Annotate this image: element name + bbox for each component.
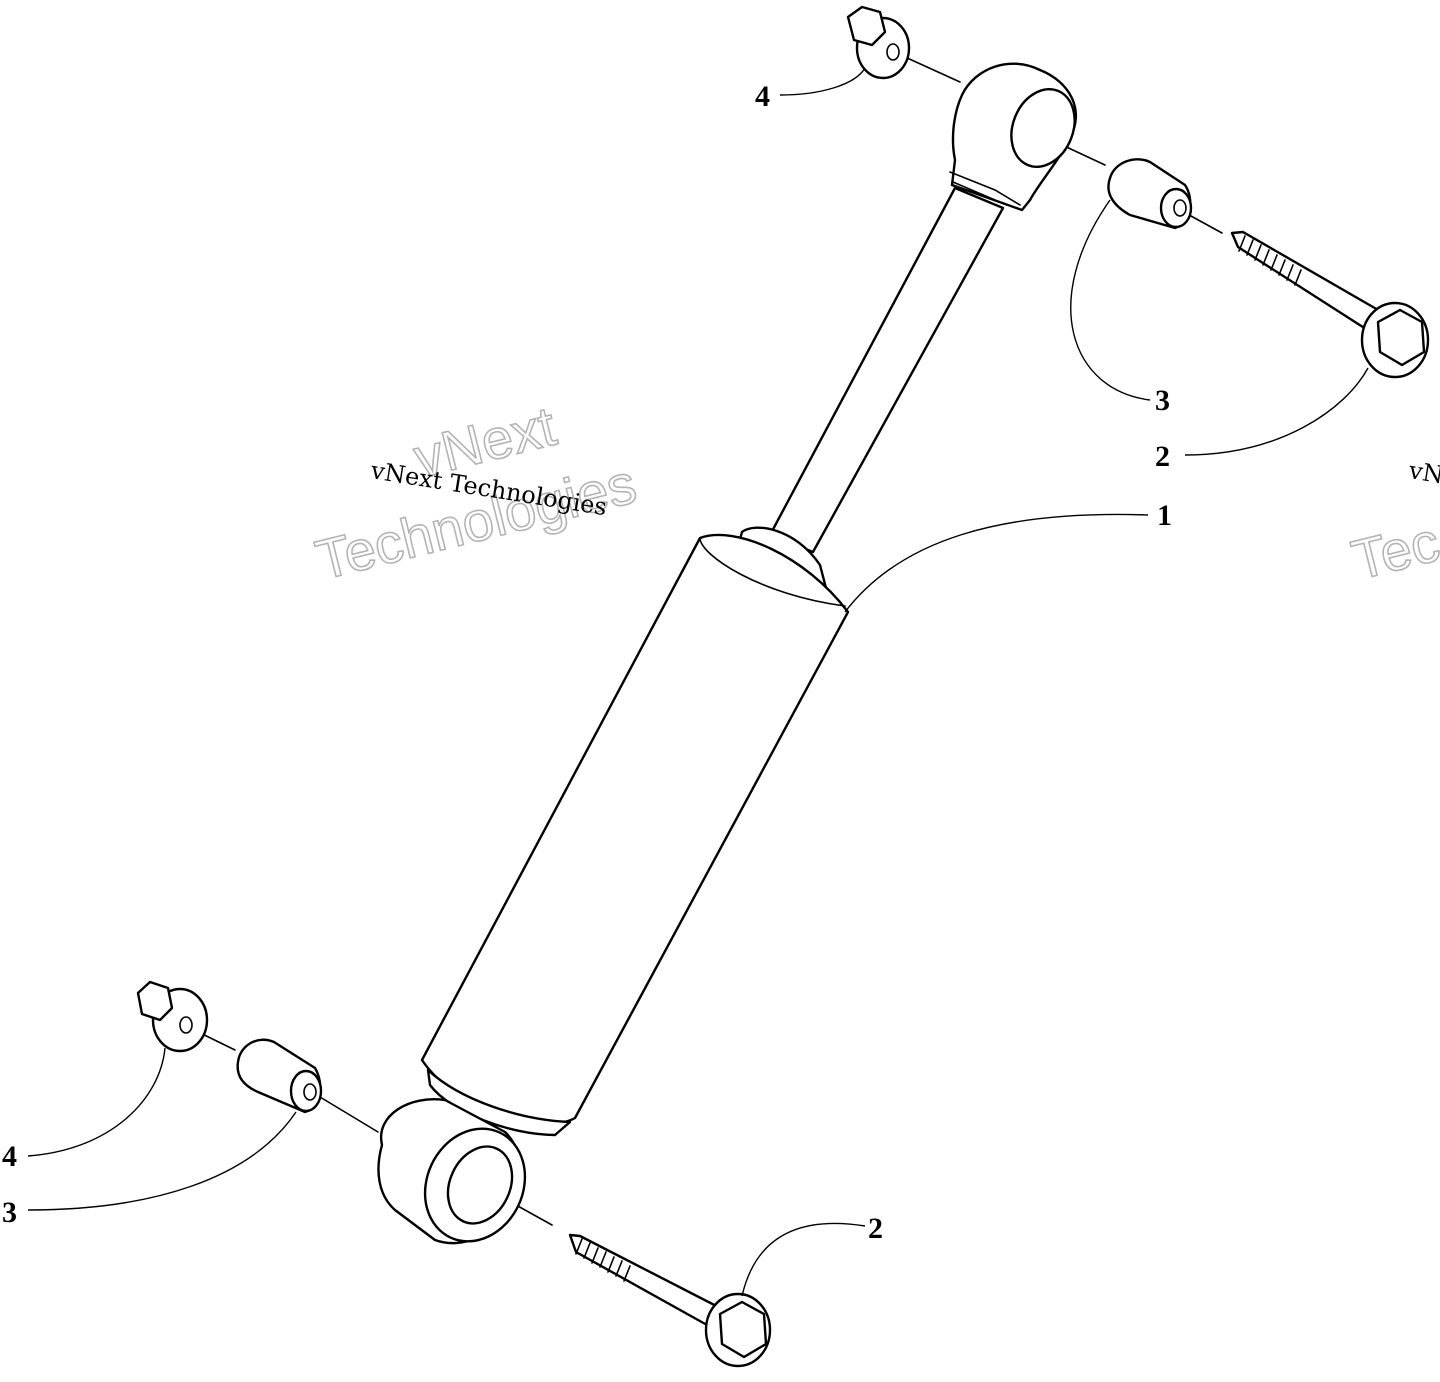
top-axis-nut-to-eye <box>904 56 961 83</box>
leader-top-nut <box>779 67 866 96</box>
callout-bottom-nut: 4 <box>2 1140 17 1173</box>
callout-top-spacer: 3 <box>1155 384 1170 417</box>
callout-labels: 4 3 2 1 4 3 2 <box>2 80 1172 1245</box>
piston-rod <box>768 186 1005 554</box>
top-flange-nut <box>846 5 911 80</box>
shock-body-top-rim <box>699 537 846 607</box>
callout-bottom-bolt: 2 <box>868 1212 883 1245</box>
shock-absorber <box>377 62 1078 1245</box>
top-bolt-threads <box>1238 235 1302 286</box>
top-eye-collar <box>949 171 1021 206</box>
top-flange-bolt <box>1230 230 1430 379</box>
leader-bottom-spacer <box>27 1111 297 1211</box>
leader-lines <box>27 67 1369 1297</box>
bottom-flange-bolt <box>568 1233 772 1368</box>
callout-shock-absorber: 1 <box>1157 499 1172 532</box>
top-nut-hex <box>846 5 887 47</box>
bottom-spacer-end <box>289 1069 323 1113</box>
bottom-axis-spacer-to-eye <box>319 1096 379 1133</box>
callout-top-nut: 4 <box>755 80 770 113</box>
bottom-nut-hole <box>179 1016 193 1034</box>
leader-bottom-bolt <box>741 1222 866 1297</box>
top-bolt-hex <box>1376 308 1426 367</box>
watermark-right: Tec vN <box>1345 456 1440 592</box>
leader-shock <box>844 513 1149 613</box>
bottom-bolt-hex <box>718 1300 768 1359</box>
bottom-spacer <box>236 1038 323 1114</box>
bottom-bolt-shank <box>568 1233 730 1332</box>
bottom-eye-bore <box>446 1145 514 1225</box>
leader-bottom-nut <box>27 1047 166 1157</box>
top-spacer <box>1107 158 1193 230</box>
top-eye-bore <box>1010 88 1076 168</box>
watermark-right-big: Tec <box>1346 509 1440 591</box>
top-spacer-hole <box>1173 199 1187 217</box>
bottom-flange-nut <box>136 980 209 1053</box>
leader-top-spacer <box>1070 199 1151 401</box>
bottom-nut-hex <box>136 980 174 1022</box>
top-nut-hole <box>886 43 900 61</box>
bottom-spacer-hole <box>303 1083 317 1101</box>
top-spacer-end <box>1159 187 1193 229</box>
watermark-left: vNext Technologies vNext Technologies <box>309 393 643 592</box>
callout-bottom-spacer: 3 <box>2 1196 17 1229</box>
callout-top-bolt: 2 <box>1155 440 1170 473</box>
bottom-bolt-threads <box>575 1238 631 1282</box>
shock-body <box>420 533 850 1125</box>
watermark-right-small: vN <box>1406 456 1440 489</box>
leader-top-bolt <box>1184 367 1369 456</box>
